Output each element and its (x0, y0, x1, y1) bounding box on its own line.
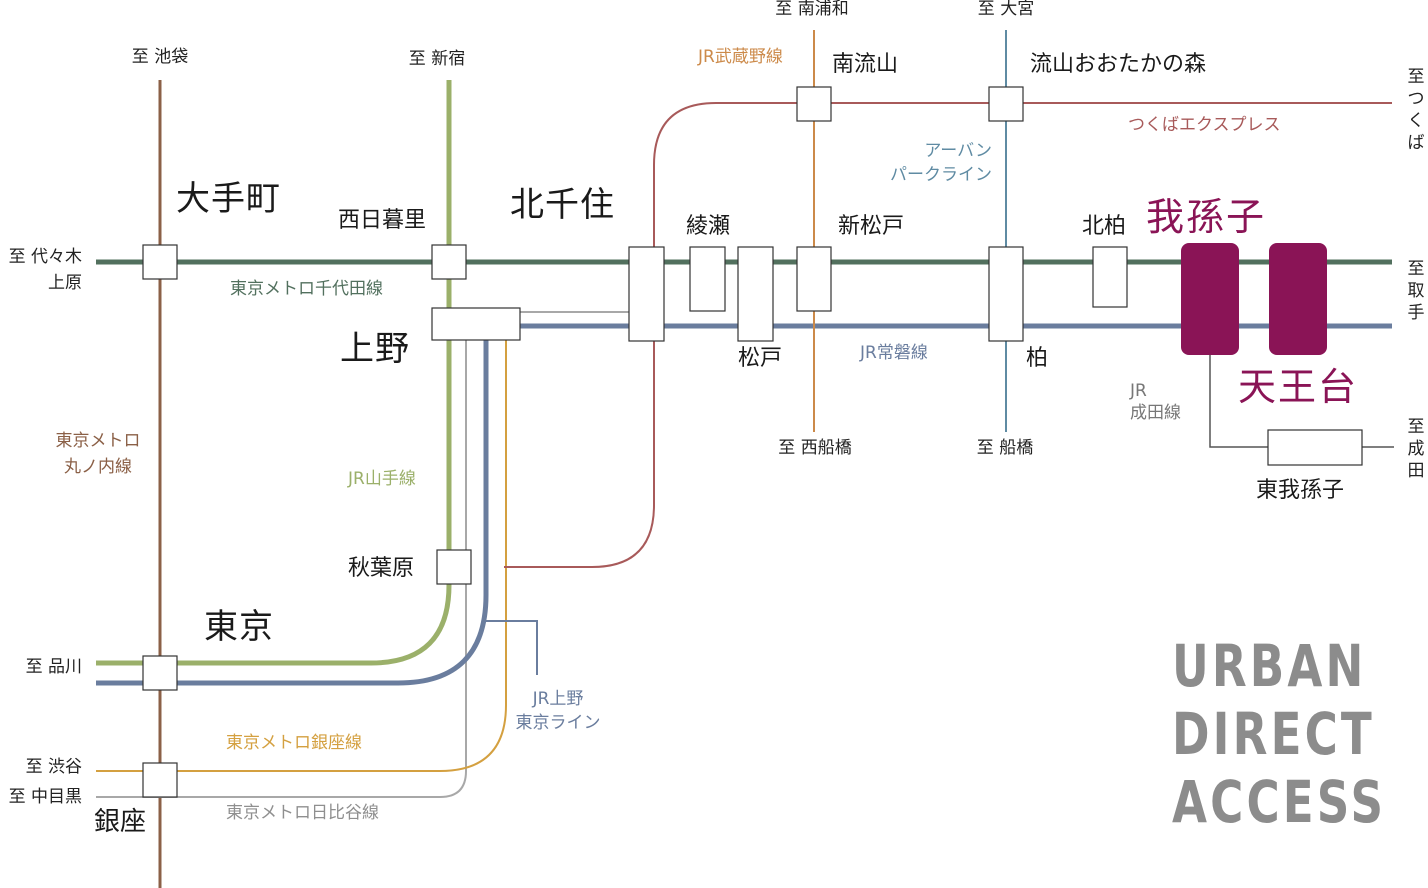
brand-line-2: DIRECT (1172, 700, 1375, 768)
station-ayase: 綾瀬 (686, 214, 731, 239)
station-box-kashiwa (988, 246, 1024, 342)
station-box-akihabara (436, 549, 472, 585)
dest-minami-urawa: 至 南浦和 (775, 0, 849, 19)
station-box-matsudo (737, 246, 774, 342)
label-narita-line-2: 成田線 (1130, 403, 1181, 423)
label-hibiya-line: 東京メトロ日比谷線 (226, 803, 379, 823)
dest-tsukuba: 至つくば (1407, 67, 1425, 154)
station-box-tokyo (142, 655, 178, 691)
station-nagareyama-otakanomori: 流山おおたかの森 (1030, 52, 1207, 77)
label-narita-line-1: JR (1130, 381, 1147, 401)
station-box-ueno (431, 307, 521, 341)
dest-yoyogi-uehara-1: 至 代々木 (8, 247, 82, 267)
station-box-abiko (1181, 243, 1239, 355)
station-tennodai: 天王台 (1238, 365, 1359, 409)
label-tsukuba-express: つくばエクスプレス (1128, 115, 1281, 135)
dest-toride: 至取手 (1407, 259, 1425, 324)
station-box-kita-kashiwa (1092, 246, 1128, 308)
dest-funabashi: 至 船橋 (976, 438, 1034, 458)
ginza-line (96, 312, 507, 772)
station-box-ayase (689, 246, 726, 312)
station-box-tennodai (1269, 243, 1327, 355)
label-ginza-line: 東京メトロ銀座線 (226, 733, 362, 753)
brand-title: URBAN DIRECT ACCESS (1172, 632, 1387, 836)
station-higashi-abiko: 東我孫子 (1256, 478, 1345, 503)
station-kita-kashiwa: 北柏 (1082, 214, 1127, 239)
joban-tokyo-line (96, 312, 489, 686)
dest-omiya: 至 大宮 (977, 0, 1035, 19)
label-urban-park-line-1: アーバン (924, 141, 992, 161)
dest-shibuya: 至 渋谷 (25, 757, 82, 777)
station-box-shin-matsudo (796, 246, 832, 312)
dest-ikebukuro: 至 池袋 (131, 47, 189, 67)
station-box-nishi-nippori (431, 244, 467, 280)
station-otemachi: 大手町 (176, 179, 281, 219)
station-box-nagareyama-otakanomori (988, 86, 1024, 122)
label-marunouchi-line-2: 丸ノ内線 (64, 457, 132, 477)
label-urban-park-line-2: パークライン (890, 165, 992, 185)
label-musashino-line: JR武蔵野線 (698, 47, 783, 67)
station-ginza: 銀座 (94, 807, 147, 837)
label-chiyoda-line: 東京メトロ千代田線 (230, 279, 383, 299)
dest-yoyogi-uehara-2: 上原 (48, 273, 82, 293)
station-box-kita-senju (628, 246, 665, 342)
dest-shinjuku: 至 新宿 (408, 49, 466, 69)
yamanote-line (96, 80, 452, 666)
station-box-ginza (142, 762, 178, 798)
dest-narita: 至成田 (1407, 417, 1425, 482)
label-ueno-tokyo-line-1: JR上野 (532, 689, 584, 709)
label-joban-line: JR常磐線 (860, 343, 928, 363)
ueno-tokyo-connector (486, 620, 538, 675)
station-abiko: 我孫子 (1146, 195, 1267, 239)
station-kashiwa: 柏 (1026, 346, 1049, 371)
station-akihabara: 秋葉原 (348, 556, 415, 581)
station-minami-nagareyama: 南流山 (832, 52, 899, 77)
station-nishi-nippori: 西日暮里 (338, 208, 427, 233)
label-marunouchi-line-1: 東京メトロ (55, 431, 141, 451)
dest-shinagawa: 至 品川 (25, 657, 82, 677)
dest-naka-meguro: 至 中目黒 (8, 787, 82, 807)
label-yamanote-line: JR山手線 (348, 469, 416, 489)
hibiya-line (96, 312, 467, 798)
brand-line-3: ACCESS (1172, 768, 1387, 836)
station-matsudo: 松戸 (738, 346, 783, 371)
station-box-otemachi (142, 244, 178, 280)
station-ueno: 上野 (340, 329, 410, 369)
station-box-minami-nagareyama (796, 86, 832, 122)
station-box-higashi-abiko (1267, 429, 1363, 466)
label-ueno-tokyo-line-2: 東京ライン (515, 713, 601, 733)
brand-line-1: URBAN (1172, 632, 1367, 700)
station-kita-senju: 北千住 (510, 185, 615, 225)
station-shin-matsudo: 新松戸 (838, 214, 905, 239)
dest-nishi-funabashi: 至 西船橋 (778, 438, 852, 458)
station-tokyo: 東京 (204, 607, 274, 647)
